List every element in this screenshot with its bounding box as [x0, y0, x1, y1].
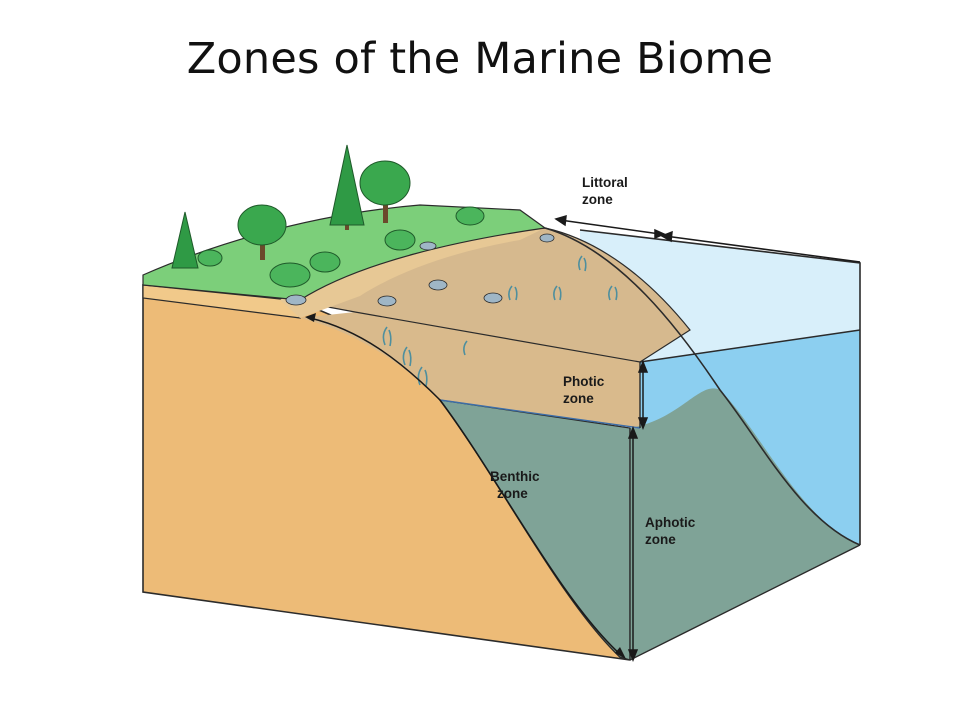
tree-icon [359, 160, 411, 223]
photic-label: Photic zone [563, 374, 608, 406]
seaweed-icon [382, 255, 618, 387]
benthic-arrowhead [305, 313, 316, 322]
rock-icon [428, 279, 448, 291]
seafloor-curve [544, 227, 861, 546]
aphotic-right-face [630, 388, 860, 660]
bush-icon [384, 229, 416, 251]
rock-icon [377, 295, 397, 307]
water-light-band [640, 262, 860, 362]
block-edge-water [639, 329, 861, 363]
tree-icon [329, 144, 365, 230]
tree-icon [237, 204, 287, 260]
rock-icon [419, 241, 437, 251]
photic-boundary [439, 399, 641, 429]
littoral-label: Littoral zone [582, 175, 632, 207]
block-edge-bottom [629, 544, 861, 661]
littoral-arrow [554, 214, 861, 263]
benthic-arrow [309, 317, 623, 657]
block-outline-top [579, 229, 861, 545]
bush-icon [269, 262, 311, 288]
rock-icon [539, 233, 555, 243]
aphotic-arrow [627, 425, 639, 663]
aphotic-label: Aphotic zone [645, 515, 699, 547]
bush-icon [309, 251, 341, 273]
bush-icon [197, 249, 223, 267]
slide-title: Zones of the Marine Biome [186, 34, 774, 84]
bush-icon [455, 206, 485, 226]
rock-icon [285, 294, 307, 306]
benthic-arrowhead [615, 647, 626, 659]
rock-icon [483, 292, 503, 304]
photic-front [300, 312, 640, 428]
photic-arrow [637, 359, 649, 431]
benthic-label: Benthic zone [490, 469, 543, 501]
tree-icon [171, 211, 199, 269]
beach-sand [280, 228, 545, 318]
